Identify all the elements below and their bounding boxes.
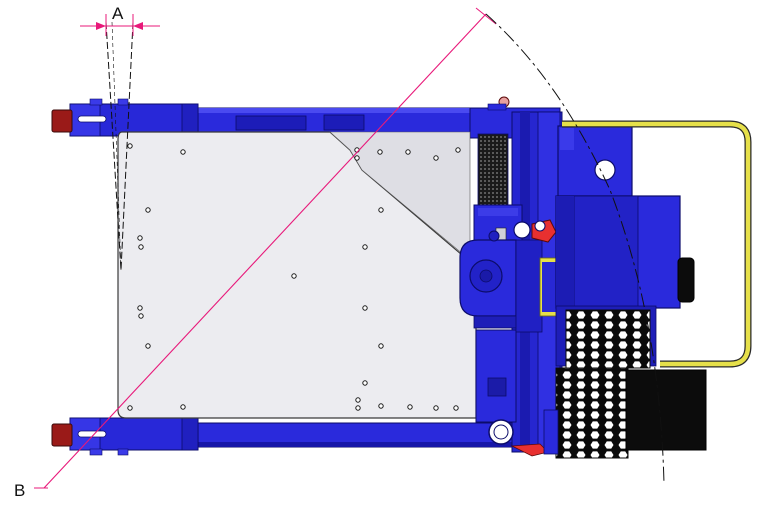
mesh-guard-lower xyxy=(555,367,629,459)
side-handle-block xyxy=(677,257,695,303)
caster-wheel xyxy=(488,419,514,445)
diagonal-line-b xyxy=(43,13,487,489)
diagonal-label-b: B xyxy=(14,481,25,500)
mesh-guard-upper xyxy=(565,309,651,369)
tail-light-bottom xyxy=(51,423,73,447)
tail-lights xyxy=(51,109,107,447)
port-circle xyxy=(594,159,616,181)
drive-unit xyxy=(459,96,559,457)
angle-label-a: A xyxy=(112,4,124,23)
swing-arc xyxy=(485,13,665,485)
tail-light-top xyxy=(51,109,73,133)
dimension-lines xyxy=(34,7,665,489)
vent-grille xyxy=(477,133,509,209)
bolt-holes xyxy=(127,143,461,411)
battery-block xyxy=(625,369,707,451)
